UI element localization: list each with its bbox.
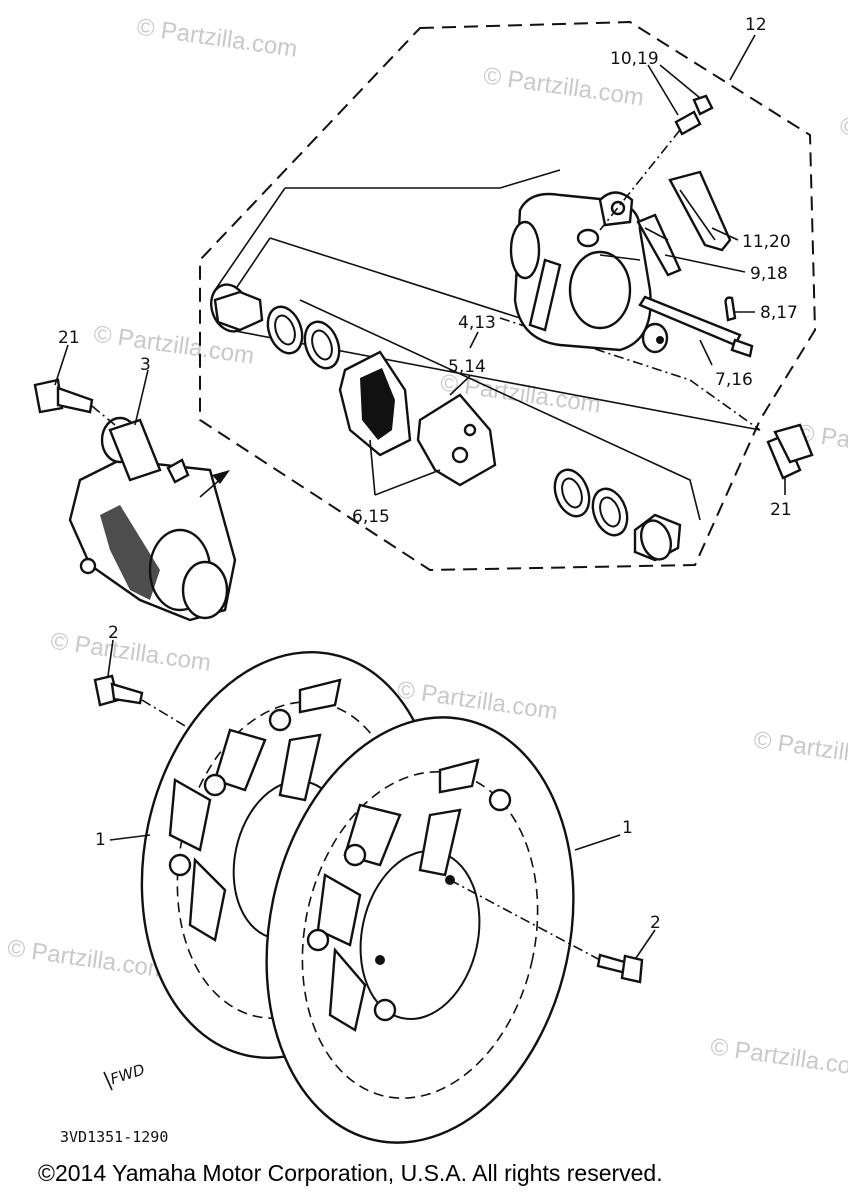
watermark-text: © Partzilla.com	[709, 1033, 848, 1082]
callout-11-20: 11,20	[742, 232, 791, 252]
bolt-2-bottom	[449, 879, 644, 984]
bolt-21-left	[33, 378, 116, 426]
callout-4-13: 4,13	[458, 313, 496, 333]
callout-6-15: 6,15	[352, 507, 390, 527]
callout-12: 12	[745, 15, 767, 35]
bleed-screw	[599, 94, 714, 231]
kit-boundary-dashed	[199, 20, 817, 572]
caliper-left	[68, 416, 237, 622]
pistons-seals-right	[553, 468, 682, 562]
brake-disc-front	[265, 716, 575, 1144]
callout-1-left: 1	[95, 830, 106, 850]
watermark-text: © Partzilla.com	[752, 726, 848, 775]
watermark-text: © Partzilla.com	[838, 112, 848, 161]
callouts: 12 10,19 11,20 9,18 8,17 7,16 4,13 5,14 …	[58, 15, 798, 933]
callout-5-14: 5,14	[448, 357, 486, 377]
watermark-text: © Partzilla.com	[6, 935, 170, 984]
callout-8-17: 8,17	[760, 303, 798, 323]
pad-pin	[638, 295, 754, 358]
watermark-text: © Partzilla.com	[395, 676, 559, 725]
callout-21-left: 21	[58, 328, 80, 348]
direction-arrow	[199, 470, 230, 498]
callout-10-19: 10,19	[610, 49, 659, 69]
callout-2-top: 2	[108, 623, 119, 643]
forward-mark-text: FWD	[108, 1060, 147, 1088]
pad-clips	[636, 170, 732, 277]
brake-pads	[338, 350, 497, 487]
callout-21-right: 21	[770, 500, 792, 520]
diagram-code: 3VD1351-1290	[60, 1128, 168, 1146]
caliper-right	[509, 191, 669, 354]
leader-lines	[54, 34, 786, 959]
copyright-notice: ©2014 Yamaha Motor Corporation, U.S.A. A…	[38, 1160, 663, 1186]
watermark-text: © Partzilla.com	[49, 628, 213, 677]
watermark-text: © Partzilla.com	[135, 14, 299, 63]
callout-9-18: 9,18	[750, 264, 788, 284]
callout-3: 3	[140, 355, 151, 375]
pistons-seals-left	[209, 283, 341, 370]
callout-1-right: 1	[622, 818, 633, 838]
bolt-21-right	[766, 423, 814, 480]
watermark-text: © Partzilla.com	[482, 62, 646, 111]
callout-2-bottom: 2	[650, 913, 661, 933]
callout-7-16: 7,16	[715, 370, 753, 390]
forward-mark: FWD	[103, 1060, 147, 1091]
bolt-2-top	[93, 674, 201, 736]
